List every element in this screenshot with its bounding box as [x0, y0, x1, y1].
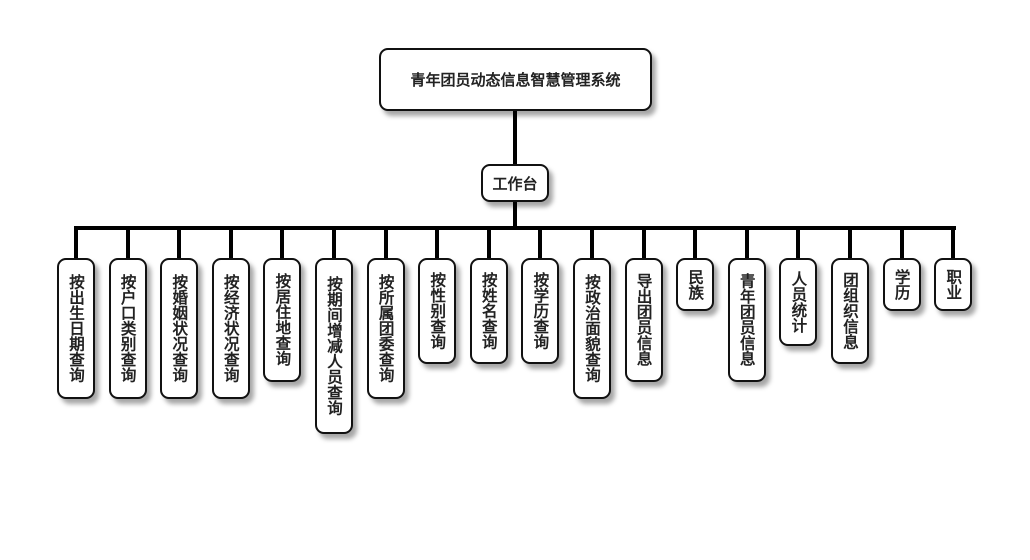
connector-bus — [74, 226, 956, 230]
leaf-node[interactable]: 人员统计 — [779, 258, 818, 347]
leaf-node[interactable]: 按经济状况查询 — [211, 258, 250, 400]
leaf-node[interactable]: 学历 — [882, 258, 921, 312]
leaf-node[interactable]: 团组织信息 — [831, 258, 869, 364]
leaf-node[interactable]: 青年团员信息 — [727, 258, 766, 382]
connector-leaf — [848, 228, 852, 258]
connector-leaf — [899, 228, 904, 258]
connector-leaf — [332, 228, 336, 258]
connector-leaf — [951, 228, 956, 258]
connector-leaf — [383, 228, 388, 258]
connector-leaf — [641, 228, 646, 258]
connector-leaf — [435, 228, 440, 258]
leaf-node[interactable]: 按政治面貌查询 — [573, 258, 611, 400]
connector-leaf — [590, 228, 594, 258]
leaf-node[interactable]: 按婚姻状况查询 — [160, 258, 199, 400]
connector-hub-bus — [513, 202, 517, 228]
connector-leaf — [796, 228, 801, 258]
leaf-node[interactable]: 按学历查询 — [521, 258, 560, 364]
connector-leaf — [228, 228, 233, 258]
leaf-node[interactable]: 按姓名查询 — [469, 258, 508, 364]
leaf-node[interactable]: 职业 — [934, 258, 973, 312]
leaf-node[interactable]: 按期间增减人员查询 — [315, 258, 353, 435]
root-node[interactable]: 青年团员动态信息智慧管理系统 — [379, 48, 652, 111]
connector-leaf — [74, 228, 78, 258]
connector-root-hub — [513, 111, 517, 164]
leaf-node[interactable]: 按性别查询 — [418, 258, 457, 364]
connector-leaf — [177, 228, 182, 258]
connector-leaf — [280, 228, 285, 258]
connector-leaf — [125, 228, 130, 258]
leaf-node[interactable]: 按居住地查询 — [263, 258, 302, 382]
leaf-node[interactable]: 按户口类别查询 — [108, 258, 147, 400]
leaf-node[interactable]: 按出生日期查询 — [57, 258, 95, 400]
leaf-node[interactable]: 民族 — [676, 258, 715, 312]
workbench-node[interactable]: 工作台 — [481, 164, 549, 202]
connector-leaf — [538, 228, 543, 258]
leaf-node[interactable]: 按所属团委查询 — [366, 258, 405, 400]
connector-leaf — [693, 228, 698, 258]
connector-leaf — [486, 228, 491, 258]
leaf-node[interactable]: 导出团员信息 — [624, 258, 663, 382]
connector-leaf — [744, 228, 749, 258]
